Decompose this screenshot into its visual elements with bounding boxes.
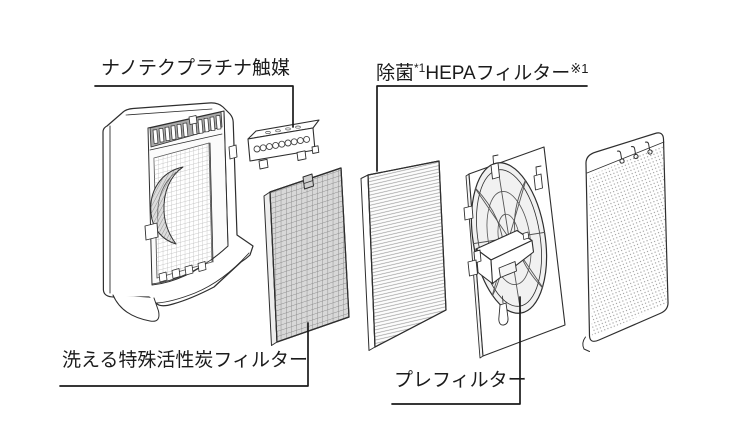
label-hepa-sup2: ※1 [570,61,589,76]
label-hepa-part1: 除菌 [376,63,415,84]
back-panel-drawing [582,132,669,352]
label-hepa-filter: 除菌*1HEPAフィルター※1 [376,55,588,87]
label-hepa-sup1: *1 [414,61,426,75]
hepa-filter-drawing [360,160,447,351]
leader-line-hepa [376,85,588,172]
platinum-catalyst-drawing [247,119,320,170]
leader-line-carbon [59,322,309,387]
label-pre-filter: プレフィルター [394,370,527,391]
main-unit-drawing [102,102,254,322]
carbon-filter-drawing [263,167,350,346]
leader-line-prefilter [391,296,521,405]
label-hepa-part2: HEPAフィルター [425,63,571,84]
leader-line-catalyst [94,85,294,128]
hanger-hook-icons [616,141,653,164]
label-carbon-filter: 洗える特殊活性炭フィルター [62,350,309,371]
label-platinum-catalyst: ナノテクプラチナ触媒 [101,58,291,79]
pre-filter-drawing [463,146,566,359]
